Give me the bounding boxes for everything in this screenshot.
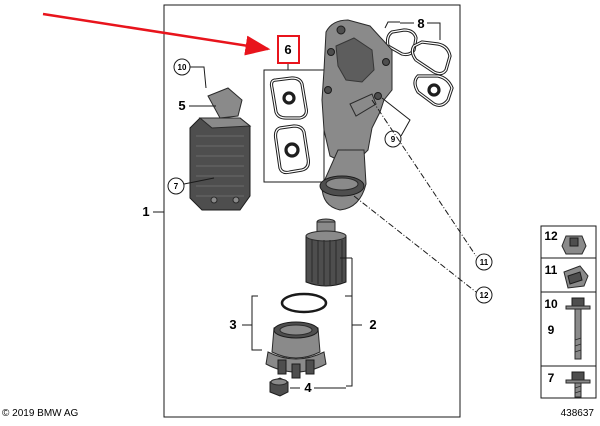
- legend-num-7: 7: [548, 371, 555, 385]
- callout-7: 7: [174, 182, 179, 191]
- callout-7-circle: [167, 177, 185, 195]
- cooler-fins: [196, 135, 244, 197]
- gasket-set-8: 8: [384, 16, 454, 107]
- short-bolt-icon: [565, 371, 591, 398]
- callout-12: 12: [480, 291, 489, 300]
- callout-11: 11: [480, 258, 489, 267]
- callout-6: 6: [284, 42, 291, 57]
- upper-gasket: [269, 76, 308, 120]
- bolt-with-washer-icon: [565, 297, 591, 360]
- callout-8: 8: [417, 16, 424, 31]
- drain-plug: [269, 377, 289, 397]
- callout-9: 9: [391, 135, 396, 144]
- filter-cover: [265, 321, 327, 379]
- callout-4: 4: [304, 380, 312, 395]
- o-ring: [280, 292, 328, 314]
- legend-num-11: 11: [545, 263, 558, 277]
- legend-num-12: 12: [544, 229, 558, 243]
- callout-2: 2: [369, 317, 376, 332]
- copyright-text: © 2019 BMW AG: [2, 408, 79, 419]
- oil-filter-element: [305, 218, 347, 287]
- legend-num-10: 10: [544, 297, 558, 311]
- oil-filter-housing: [319, 19, 393, 211]
- lower-gasket: [273, 124, 310, 175]
- callout-6-highlight: [277, 35, 300, 64]
- highlight-arrow: [42, 12, 271, 56]
- callout-3: 3: [229, 317, 236, 332]
- clip-nut-icon: [561, 235, 587, 255]
- callout-11-circle: [475, 253, 493, 271]
- legend-panel: 12 11 10 9 7: [540, 225, 597, 399]
- diagram-number: 438637: [561, 408, 595, 419]
- main-frame: [163, 4, 461, 418]
- callout-10: 10: [178, 63, 187, 72]
- oil-cooler: [189, 87, 252, 211]
- callout-1: 1: [142, 204, 149, 219]
- callout-5: 5: [178, 98, 185, 113]
- clip-icon: [563, 265, 589, 289]
- callout-12-circle: [475, 286, 493, 304]
- legend-num-9: 9: [548, 323, 555, 337]
